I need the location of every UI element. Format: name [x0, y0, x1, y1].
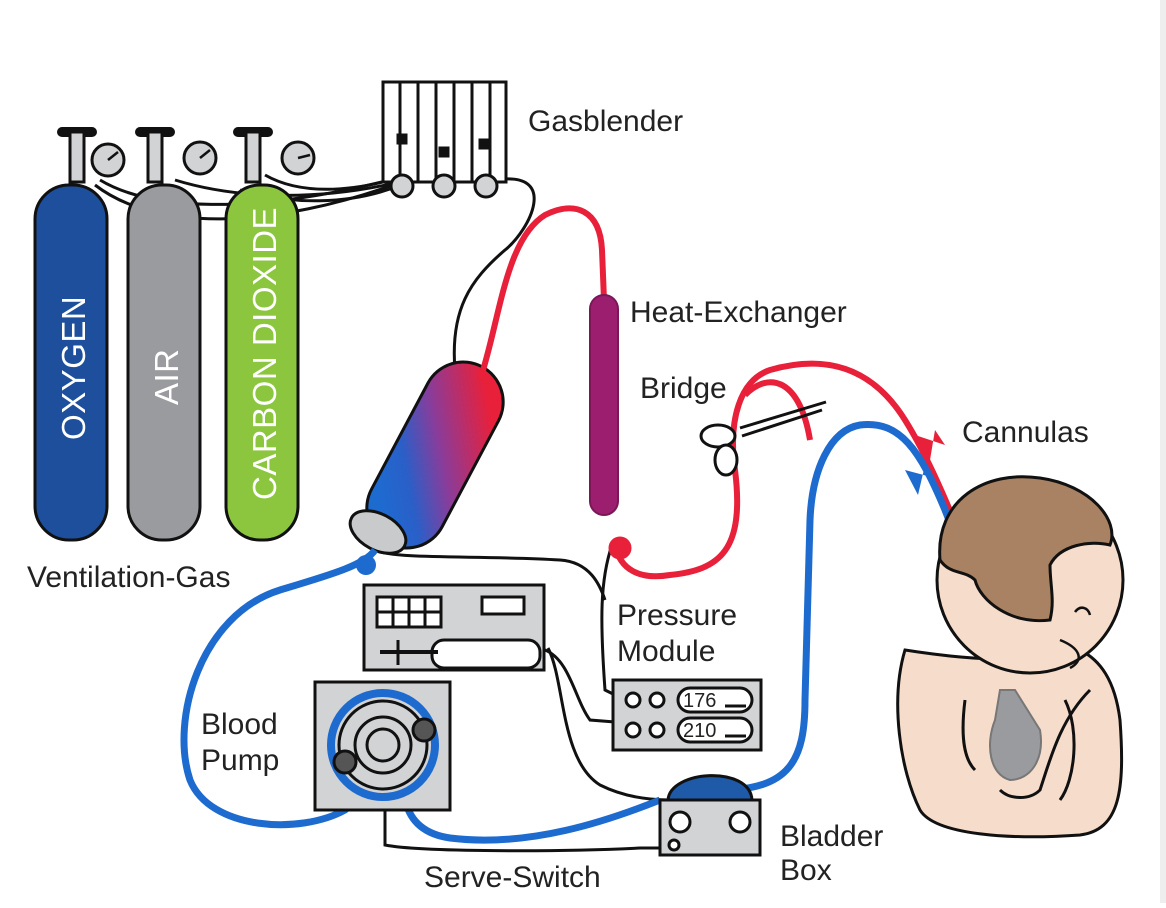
module-label: Module	[617, 635, 715, 668]
pressure-module-device	[611, 678, 763, 752]
pressure-display-top: 176	[683, 690, 716, 712]
box-label: Box	[780, 854, 832, 887]
cannula-dressing	[989, 689, 1042, 782]
heat-exchanger-device	[589, 294, 619, 516]
patient-infant	[896, 475, 1125, 839]
gasblender-label: Gasblender	[528, 105, 683, 138]
bridge-label: Bridge	[640, 372, 727, 405]
pump-label: Pump	[201, 744, 279, 777]
bridge-clamp	[699, 400, 827, 477]
blood-label: Blood	[201, 708, 278, 741]
venous-connector-dot	[356, 555, 376, 575]
cannulas-label: Cannulas	[962, 416, 1089, 449]
serve-switch-label: Serve-Switch	[424, 861, 601, 894]
oxygen-cylinder: OXYGEN	[33, 127, 126, 542]
carbon-dioxide-cylinder: CARBON DIOXIDE	[224, 127, 316, 542]
right-edge-strip	[1160, 0, 1166, 903]
oxygenator	[348, 360, 505, 555]
gas-lines	[94, 173, 671, 853]
control-console	[362, 583, 546, 672]
arterial-line	[477, 205, 1008, 691]
pressure-display-bottom: 210	[683, 720, 716, 742]
blood-pump-device	[313, 680, 452, 812]
carbon-dioxide-label: CARBON DIOXIDE	[246, 207, 283, 500]
bladder-label: Bladder	[780, 820, 883, 853]
heat-exchanger-label: Heat-Exchanger	[630, 296, 847, 329]
arterial-filter-dot	[608, 536, 632, 560]
oxygen-label: OXYGEN	[55, 296, 92, 440]
gasblender-device	[381, 80, 508, 199]
pressure-label: Pressure	[617, 599, 737, 632]
cannula-markers	[905, 430, 945, 495]
ventilation-gas-label: Ventilation-Gas	[27, 561, 230, 594]
air-cylinder: AIR	[126, 127, 218, 542]
air-label: AIR	[148, 348, 185, 405]
bladder-box-device	[658, 774, 762, 857]
